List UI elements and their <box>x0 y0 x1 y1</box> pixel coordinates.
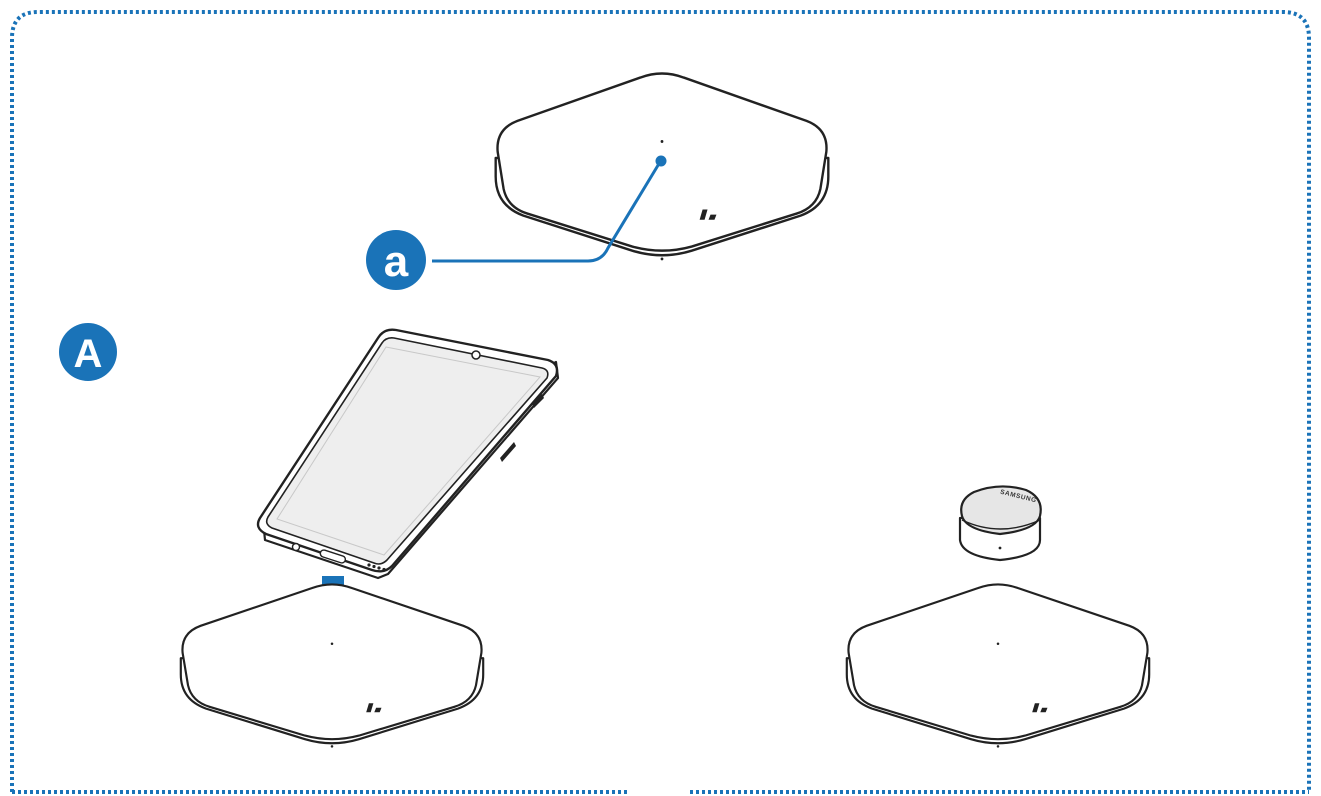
callout-a-group: a <box>366 155 667 290</box>
step-marker-a-label: A <box>74 332 103 376</box>
phone-speaker-grille <box>367 563 386 572</box>
wireless-charger-pad-top <box>494 72 830 262</box>
callout-a-badge <box>366 230 426 290</box>
earbuds-case-led <box>998 546 1002 550</box>
wireless-charger-pad-left <box>179 583 485 749</box>
phone-screen <box>265 337 549 565</box>
callout-a-leader-line <box>432 161 662 263</box>
phone-headphone-jack <box>291 542 301 552</box>
step-marker-a-badge <box>59 323 117 381</box>
step-marker-a: A <box>59 323 117 381</box>
earbuds-case: SAMSUNG <box>958 485 1042 562</box>
phone-front-camera <box>471 350 481 360</box>
smartphone <box>256 328 560 580</box>
phone-volume-button <box>532 394 544 408</box>
dotted-frame <box>10 10 1311 792</box>
phone-power-button <box>500 442 516 462</box>
wireless-charger-pad-right <box>845 583 1151 749</box>
phone-usb-port <box>319 549 347 564</box>
callout-a-dot <box>655 155 667 167</box>
callout-a-label: a <box>384 237 409 286</box>
earbuds-case-lid <box>960 485 1042 536</box>
